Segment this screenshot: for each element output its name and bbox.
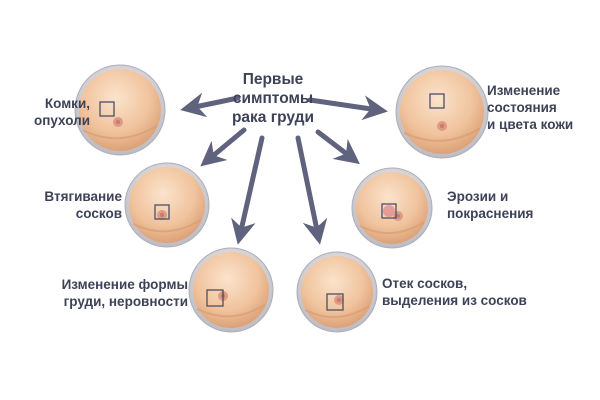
circle-erosion (351, 167, 433, 249)
label-erosion: Эрозии и покраснения (447, 188, 533, 222)
arrow-swelling (295, 135, 328, 245)
label-skin-line-1: Изменение (487, 83, 561, 98)
circle-swelling-highlight-box (326, 293, 344, 311)
label-skin: Изменение состояния и цвета кожи (487, 82, 573, 133)
circle-retraction-crease (132, 218, 202, 233)
arrow-skin (307, 95, 388, 121)
circle-skin-skin (400, 70, 484, 154)
circle-skin-highlight-box (429, 93, 445, 109)
circle-swelling-skin (301, 256, 373, 328)
circle-lumps-highlight-box (99, 101, 115, 117)
label-shape-line-1: Изменение формы (61, 277, 188, 292)
circle-shape (188, 247, 274, 333)
circle-lumps-nipple (115, 119, 121, 125)
label-lumps-line-1: Комки, (44, 96, 90, 111)
title-line-1: Первые (242, 71, 304, 88)
circle-swelling-crease (304, 305, 370, 319)
label-swelling: Отек сосков, выделения из сосков (382, 275, 527, 309)
arrow-lumps (180, 92, 241, 118)
label-skin-line-3: и цвета кожи (487, 117, 574, 132)
label-lumps-line-2: опухоли (33, 113, 90, 128)
circle-skin (395, 65, 489, 159)
circle-erosion-crease (359, 221, 425, 235)
circle-lumps-skin (79, 69, 161, 151)
circle-retraction (124, 162, 210, 248)
circle-retraction-highlight-box (154, 204, 170, 220)
arrows (180, 92, 388, 245)
circle-erosion-highlight-box (381, 203, 397, 219)
circle-shape-skin (193, 252, 269, 328)
label-retraction-line-1: Втягивание (44, 189, 122, 204)
arrow-shape (231, 135, 265, 245)
circle-swelling-nipple (336, 297, 342, 303)
label-erosion-line-1: Эрозии и (447, 189, 509, 204)
circle-shape-crease (196, 303, 266, 318)
circle-swelling (296, 251, 378, 333)
arrow-erosion (315, 129, 360, 165)
label-swelling-line-1: Отек сосков, (382, 276, 468, 291)
circle-skin-crease (403, 127, 481, 142)
circle-skin-nipple (439, 123, 445, 129)
circle-lumps-crease (82, 124, 158, 140)
label-skin-line-2: состояния (487, 100, 557, 115)
circle-retraction-nipple (159, 212, 165, 218)
circle-erosion-nipple (395, 213, 401, 219)
title-line-2: симптомы (232, 90, 314, 107)
circle-lumps (74, 64, 166, 156)
title-line-3: рака груди (231, 109, 315, 126)
label-retraction: Втягивание сосков (44, 188, 122, 222)
label-lumps: Комки, опухоли (34, 95, 90, 129)
circle-shape-highlight-box (206, 289, 224, 307)
label-shape-line-2: груди, неровности (63, 294, 188, 309)
label-swelling-line-2: выделения из сосков (382, 293, 527, 308)
label-shape: Изменение формы груди, неровности (62, 276, 188, 310)
label-retraction-line-2: сосков (75, 206, 122, 221)
diagram-title: Первые симптомы рака груди (218, 70, 328, 127)
arrow-retraction (200, 127, 247, 167)
label-erosion-line-2: покраснения (447, 206, 534, 221)
circle-erosion-redness (383, 205, 395, 217)
